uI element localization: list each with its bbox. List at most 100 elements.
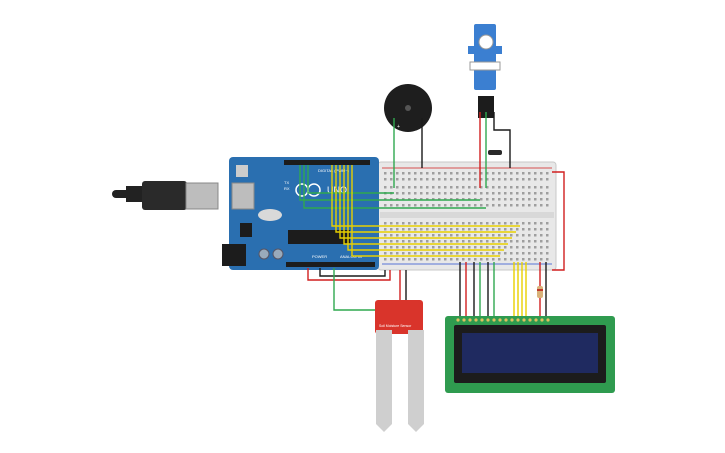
- breadboard-hole: [492, 198, 495, 201]
- breadboard-hole: [414, 172, 417, 175]
- breadboard-hole: [408, 240, 411, 243]
- breadboard-hole: [468, 192, 471, 195]
- lcd-pin: [462, 318, 466, 322]
- wire-d-yellow-2: [335, 165, 516, 233]
- breadboard-hole: [432, 222, 435, 225]
- breadboard-hole: [498, 198, 501, 201]
- breadboard-hole: [414, 228, 417, 231]
- breadboard-hole: [450, 240, 453, 243]
- breadboard-hole: [420, 252, 423, 255]
- breadboard-hole: [534, 172, 537, 175]
- piezo-buzzer[interactable]: +: [384, 84, 432, 132]
- breadboard-hole: [384, 178, 387, 181]
- breadboard-hole: [438, 246, 441, 249]
- breadboard-hole: [408, 222, 411, 225]
- breadboard-hole: [456, 186, 459, 189]
- breadboard-hole: [384, 240, 387, 243]
- breadboard-hole: [438, 198, 441, 201]
- breadboard-hole: [396, 192, 399, 195]
- breadboard-hole: [450, 258, 453, 261]
- breadboard-hole: [486, 222, 489, 225]
- breadboard-hole: [456, 234, 459, 237]
- breadboard-hole: [486, 234, 489, 237]
- lcd-pin: [486, 318, 490, 322]
- breadboard-hole: [456, 252, 459, 255]
- breadboard-hole: [522, 186, 525, 189]
- breadboard-hole: [390, 240, 393, 243]
- breadboard-hole: [468, 186, 471, 189]
- breadboard-hole: [450, 198, 453, 201]
- breadboard-hole: [522, 198, 525, 201]
- breadboard-hole: [408, 192, 411, 195]
- breadboard-hole: [456, 178, 459, 181]
- breadboard-hole: [486, 258, 489, 261]
- breadboard-hole: [450, 246, 453, 249]
- breadboard-hole: [426, 228, 429, 231]
- breadboard-hole: [522, 228, 525, 231]
- breadboard-hole: [498, 258, 501, 261]
- breadboard-hole: [540, 240, 543, 243]
- breadboard-hole: [522, 258, 525, 261]
- breadboard-hole: [408, 228, 411, 231]
- breadboard-hole: [408, 258, 411, 261]
- breadboard-hole: [468, 252, 471, 255]
- breadboard-hole: [432, 246, 435, 249]
- breadboard-hole: [498, 172, 501, 175]
- breadboard-hole: [546, 240, 549, 243]
- breadboard-hole: [402, 178, 405, 181]
- breadboard-hole: [474, 178, 477, 181]
- breadboard-hole: [510, 172, 513, 175]
- arduino-digital-label: DIGITAL (PWM~): [318, 168, 350, 173]
- svg-text:+: +: [397, 124, 400, 130]
- breadboard-hole: [396, 178, 399, 181]
- breadboard-hole: [438, 252, 441, 255]
- breadboard-hole: [486, 246, 489, 249]
- breadboard-hole: [540, 228, 543, 231]
- breadboard-hole: [534, 222, 537, 225]
- breadboard-hole: [462, 234, 465, 237]
- breadboard-hole: [504, 172, 507, 175]
- breadboard-hole: [384, 258, 387, 261]
- breadboard-hole: [492, 234, 495, 237]
- breadboard-hole: [510, 186, 513, 189]
- breadboard-hole: [438, 228, 441, 231]
- breadboard-hole: [480, 192, 483, 195]
- breadboard-hole: [414, 222, 417, 225]
- servo-motor[interactable]: [468, 24, 502, 118]
- breadboard-hole: [504, 246, 507, 249]
- breadboard-hole: [390, 234, 393, 237]
- breadboard-hole: [450, 172, 453, 175]
- breadboard-hole: [492, 246, 495, 249]
- breadboard-hole: [390, 178, 393, 181]
- wire-d-green-1: [299, 165, 480, 201]
- breadboard-hole: [498, 228, 501, 231]
- breadboard-hole: [402, 240, 405, 243]
- breadboard-hole: [474, 228, 477, 231]
- breadboard-hole: [384, 252, 387, 255]
- lcd-pin: [522, 318, 526, 322]
- breadboard-hole: [396, 186, 399, 189]
- breadboard-hole: [432, 178, 435, 181]
- breadboard-hole: [522, 240, 525, 243]
- breadboard-hole: [438, 186, 441, 189]
- breadboard-hole: [426, 246, 429, 249]
- breadboard-hole: [528, 192, 531, 195]
- breadboard-hole: [534, 178, 537, 181]
- lcd-pin: [516, 318, 520, 322]
- breadboard-hole: [522, 172, 525, 175]
- breadboard-hole: [528, 252, 531, 255]
- breadboard-hole: [480, 186, 483, 189]
- breadboard-hole: [474, 192, 477, 195]
- soil-moisture-sensor[interactable]: Soil Moisture Sensor: [375, 300, 424, 432]
- breadboard-hole: [474, 234, 477, 237]
- breadboard-hole: [444, 222, 447, 225]
- breadboard-hole: [474, 172, 477, 175]
- breadboard-hole: [420, 204, 423, 207]
- lcd-pin: [480, 318, 484, 322]
- breadboard-hole: [396, 252, 399, 255]
- breadboard-hole: [480, 204, 483, 207]
- breadboard-hole: [444, 246, 447, 249]
- lcd-16x2[interactable]: [445, 316, 615, 393]
- breadboard-hole: [510, 178, 513, 181]
